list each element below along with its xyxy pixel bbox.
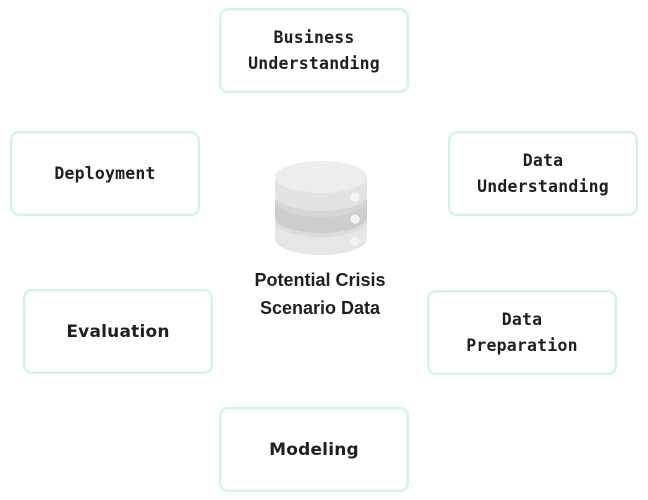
node-data-understanding: Data Understanding	[448, 131, 638, 216]
node-evaluation: Evaluation	[23, 289, 213, 374]
node-modeling: Modeling	[219, 407, 409, 492]
node-data-preparation: Data Preparation	[427, 290, 617, 375]
center-label: Potential Crisis Scenario Data	[254, 270, 386, 318]
node-label: Data Understanding	[477, 150, 609, 196]
node-label: Data Preparation	[466, 309, 578, 355]
node-deployment: Deployment	[10, 131, 200, 216]
node-label: Evaluation	[66, 321, 170, 342]
database-icon	[275, 161, 367, 255]
node-business-understanding: Business Understanding	[219, 8, 409, 93]
node-label: Deployment	[54, 163, 156, 183]
node-label: Modeling	[269, 439, 359, 460]
center-hub: Potential Crisis Scenario Data	[220, 150, 420, 330]
node-label: Business Understanding	[248, 27, 380, 73]
